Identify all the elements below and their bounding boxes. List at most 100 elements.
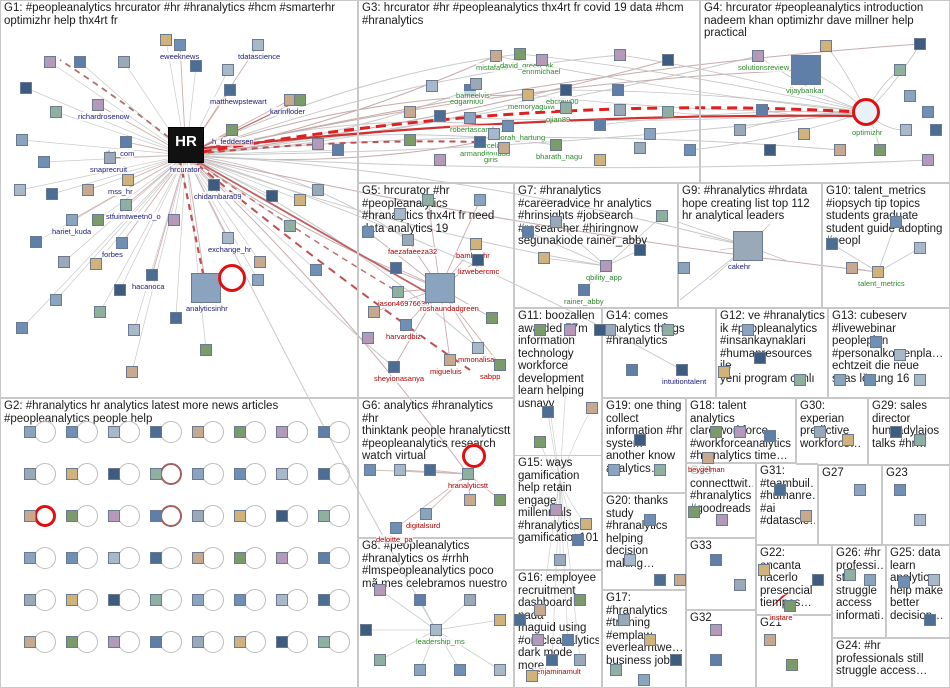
node-qbility-app[interactable] [600, 260, 612, 272]
graph-node[interactable] [608, 464, 620, 476]
node-mmonalisa[interactable] [472, 342, 484, 354]
node-armanditouuuu[interactable] [474, 136, 486, 148]
node-bharath-nagu[interactable] [550, 139, 562, 151]
node-migueluis[interactable] [444, 354, 456, 366]
graph-node[interactable] [74, 56, 86, 68]
graph-node[interactable] [108, 636, 120, 648]
graph-node[interactable] [614, 49, 626, 61]
graph-node[interactable] [874, 144, 886, 156]
graph-node[interactable] [864, 374, 876, 386]
graph-node[interactable] [390, 262, 402, 274]
graph-node[interactable] [276, 552, 288, 564]
node-sheyionasanya[interactable] [388, 361, 400, 373]
graph-node[interactable] [572, 534, 584, 546]
graph-node[interactable] [276, 468, 288, 480]
graph-node[interactable] [30, 236, 42, 248]
graph-node[interactable] [66, 468, 78, 480]
node-harvardbiz[interactable] [400, 319, 412, 331]
graph-node[interactable] [426, 80, 438, 92]
node-bamboohr[interactable] [470, 238, 482, 250]
graph-node[interactable] [678, 262, 690, 274]
graph-node[interactable] [66, 636, 78, 648]
graph-node[interactable] [94, 306, 106, 318]
graph-node[interactable] [574, 594, 586, 606]
graph-node[interactable] [66, 594, 78, 606]
graph-node[interactable] [20, 82, 32, 94]
graph-node[interactable] [276, 510, 288, 522]
graph-node[interactable] [318, 468, 330, 480]
graph-node[interactable] [234, 426, 246, 438]
graph-node[interactable] [414, 594, 426, 606]
node-matthewpstewart[interactable] [224, 84, 236, 96]
graph-node[interactable] [474, 194, 486, 206]
graph-node[interactable] [688, 506, 700, 518]
graph-node[interactable] [644, 128, 656, 140]
graph-node[interactable] [318, 552, 330, 564]
graph-node[interactable] [842, 434, 854, 446]
graph-node[interactable] [618, 614, 630, 626]
graph-node[interactable] [562, 634, 574, 646]
graph-node[interactable] [108, 552, 120, 564]
graph-node[interactable] [662, 324, 674, 336]
graph-node[interactable] [128, 324, 140, 336]
graph-node[interactable] [454, 664, 466, 676]
node-deborah-hartung[interactable] [502, 120, 514, 132]
graph-node[interactable] [192, 510, 204, 522]
graph-node[interactable] [494, 664, 506, 676]
node-ebcrew00[interactable] [560, 84, 572, 96]
graph-node[interactable] [276, 594, 288, 606]
graph-node[interactable] [894, 64, 906, 76]
node-intuitiontalent[interactable] [676, 364, 688, 376]
graph-node[interactable] [626, 364, 638, 376]
graph-node[interactable] [294, 94, 306, 106]
graph-node[interactable] [742, 324, 754, 336]
graph-node[interactable] [654, 574, 666, 586]
graph-node[interactable] [594, 324, 606, 336]
graph-node[interactable] [826, 238, 838, 250]
graph-node[interactable] [550, 216, 562, 228]
node-exchange-hr[interactable] [222, 232, 234, 244]
graph-node[interactable] [734, 124, 746, 136]
node-leadership-ms[interactable] [430, 624, 442, 636]
graph-node[interactable] [928, 574, 940, 586]
graph-node[interactable] [150, 510, 162, 522]
graph-node[interactable] [16, 134, 28, 146]
graph-node[interactable] [318, 594, 330, 606]
graph-node[interactable] [786, 659, 798, 671]
graph-node[interactable] [764, 144, 776, 156]
graph-node[interactable] [494, 614, 506, 626]
graph-node[interactable] [764, 430, 776, 442]
graph-node[interactable] [24, 636, 36, 648]
node-rainer-abby[interactable] [578, 284, 590, 296]
graph-node[interactable] [16, 322, 28, 334]
graph-node[interactable] [494, 494, 506, 506]
graph-node[interactable] [854, 484, 866, 496]
graph-node[interactable] [362, 226, 374, 238]
graph-node[interactable] [364, 464, 376, 476]
graph-node[interactable] [362, 332, 374, 344]
graph-node[interactable] [294, 194, 306, 206]
graph-node[interactable] [66, 426, 78, 438]
graph-node[interactable] [814, 426, 826, 438]
graph-node[interactable] [24, 426, 36, 438]
node-mss-hr[interactable] [122, 174, 134, 186]
node-beygelman[interactable] [702, 452, 714, 464]
graph-node[interactable] [710, 426, 722, 438]
graph-node[interactable] [82, 184, 94, 196]
graph-node[interactable] [66, 510, 78, 522]
graph-node[interactable] [734, 426, 746, 438]
graph-node[interactable] [38, 156, 50, 168]
graph-node[interactable] [434, 154, 446, 166]
graph-node[interactable] [922, 154, 934, 166]
graph-node[interactable] [190, 60, 202, 72]
graph-node[interactable] [894, 349, 906, 361]
node-richardrosenow[interactable] [92, 99, 104, 111]
graph-node[interactable] [14, 184, 26, 196]
graph-node[interactable] [914, 514, 926, 526]
node-hariet-kuda[interactable] [66, 214, 78, 226]
node-stfuimtweetn0-o[interactable] [120, 199, 132, 211]
graph-node[interactable] [614, 104, 626, 116]
graph-node[interactable] [404, 106, 416, 118]
graph-node[interactable] [812, 574, 824, 586]
graph-node[interactable] [914, 374, 926, 386]
